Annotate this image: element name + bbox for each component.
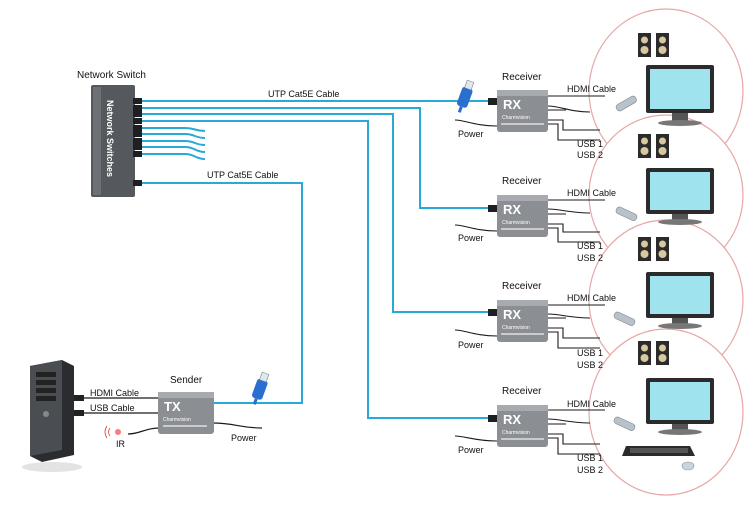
receiver-4: Receiver RX Charmvision HDMI Cable USB 1… (458, 386, 616, 475)
sender-ir-label: IR (116, 439, 126, 449)
mid-cable-label: UTP Cat5E Cable (207, 170, 278, 180)
remote-icon (615, 95, 637, 112)
receiver-power-label: Power (458, 445, 484, 455)
receiver-usb2-label: USB 2 (577, 253, 603, 263)
sender-power-label: Power (231, 433, 257, 443)
sender-device-label: TX (164, 399, 181, 414)
sender-usb-label: USB Cable (90, 403, 135, 413)
switch-vertical-label: Network Switches (105, 100, 115, 177)
cable-to-receiver-2 (142, 107, 497, 209)
mouse-icon (681, 461, 695, 471)
keyboard-icon (622, 446, 695, 456)
sender-hdmi-label: HDMI Cable (90, 388, 139, 398)
top-cable-label: UTP Cat5E Cable (268, 89, 339, 99)
sender-side-cables (74, 397, 263, 435)
network-switch-title: Network Switch (77, 70, 146, 81)
receiver-brand: Charmvision (502, 430, 530, 436)
usb-plug-icon (74, 410, 84, 416)
receiver-3: Receiver RX Charmvision HDMI Cable USB 1… (458, 281, 616, 370)
switch-highlight (93, 87, 101, 195)
remote-icon (613, 311, 636, 326)
receiver-title: Receiver (502, 386, 542, 397)
monitor-icon (646, 65, 714, 126)
receiver-title: Receiver (502, 72, 542, 83)
monitor-icon (646, 378, 714, 435)
remote-icon (615, 206, 638, 221)
sender-title: Sender (170, 375, 203, 386)
spare-cable-1 (142, 127, 206, 132)
spare-cable-3 (142, 140, 206, 146)
cat5e-plug-icon (457, 79, 475, 113)
switch-body (91, 85, 135, 197)
receiver-1: Receiver RX Charmvision HDMI Cable USB 1… (458, 72, 616, 160)
receiver-brand: Charmvision (502, 325, 530, 331)
display-equipment (613, 33, 714, 471)
hdmi-plug-icon (74, 395, 84, 401)
receiver-usb2-label: USB 2 (577, 465, 603, 475)
receiver-title: Receiver (502, 281, 542, 292)
speakers-icon (638, 134, 669, 158)
spare-cable-5 (142, 153, 206, 160)
receiver-power-label: Power (458, 129, 484, 139)
receiver-usb1-label: USB 1 (577, 139, 603, 149)
speakers-icon (638, 237, 669, 261)
remote-icon (613, 416, 636, 431)
receiver-hdmi-label: HDMI Cable (567, 293, 616, 303)
speakers-icon (638, 33, 669, 57)
receiver-usb1-label: USB 1 (577, 348, 603, 358)
receiver-2: Receiver RX Charmvision HDMI Cable USB 1… (458, 176, 616, 263)
switch-ports (133, 98, 142, 186)
cat5e-plug-icon (252, 371, 270, 405)
receiver-brand: Charmvision (502, 115, 530, 121)
receiver-usb2-label: USB 2 (577, 150, 603, 160)
cable-to-sender (142, 182, 303, 404)
ir-sensor-icon (104, 425, 121, 439)
receiver-hdmi-label: HDMI Cable (567, 188, 616, 198)
receiver-hdmi-label: HDMI Cable (567, 84, 616, 94)
receiver-power-label: Power (458, 233, 484, 243)
receiver-title: Receiver (502, 176, 542, 187)
receiver-device-label: RX (503, 202, 521, 217)
pc-tower-icon (22, 360, 82, 472)
receiver-usb1-label: USB 1 (577, 453, 603, 463)
sender-brand: Charmvision (163, 417, 191, 423)
monitor-icon (646, 168, 714, 225)
network-switch: Network Switch Network Switches (77, 70, 146, 197)
monitor-icon (646, 272, 714, 329)
receiver-device-label: RX (503, 412, 521, 427)
receiver-usb2-label: USB 2 (577, 360, 603, 370)
cable-to-receiver-3 (142, 113, 497, 313)
receiver-device-label: RX (503, 97, 521, 112)
spare-cable-2 (142, 133, 206, 139)
receiver-device-label: RX (503, 307, 521, 322)
receiver-hdmi-label: HDMI Cable (567, 399, 616, 409)
receiver-power-label: Power (458, 340, 484, 350)
speakers-icon (638, 341, 669, 365)
cat5e-cables (142, 100, 497, 419)
receiver-usb1-label: USB 1 (577, 241, 603, 251)
spare-cable-4 (142, 146, 206, 153)
cable-to-receiver-4 (142, 120, 497, 419)
receiver-side-cables (454, 95, 605, 455)
receiver-brand: Charmvision (502, 220, 530, 226)
sender-device: TX Charmvision (158, 392, 214, 434)
